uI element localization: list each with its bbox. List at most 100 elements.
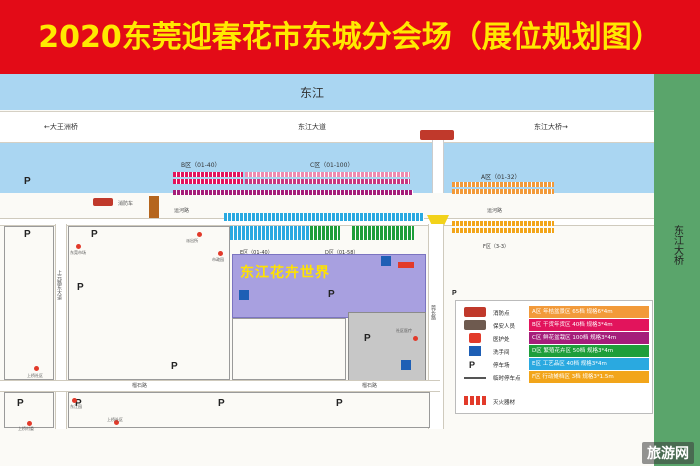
city-block-1 (4, 226, 54, 380)
zone-c-stalls-row-2 (245, 179, 410, 184)
zone-a-stalls-row-1 (452, 182, 554, 187)
parking-icon: P (24, 176, 31, 187)
left-vertical-road (55, 224, 67, 429)
right-green-strip (654, 74, 700, 466)
fire-truck-label: 消防车 (118, 201, 134, 207)
road-mid-label: 东江大道 (298, 123, 326, 131)
river-label: 东江 (300, 86, 325, 100)
archway-icon (420, 130, 454, 140)
poi-label: 东莞市场 (70, 250, 86, 255)
fire-extinguisher-icon (464, 396, 486, 405)
poi-label: 社区医疗 (396, 328, 412, 333)
zone-e-label: E区（01-40） (240, 250, 273, 256)
poi-dot (218, 251, 223, 256)
parking-icon: P (336, 398, 343, 409)
poi-dot (27, 421, 32, 426)
road-left-label: ←大王洲桥 (44, 123, 78, 131)
zone-b-stalls-row-1 (173, 172, 243, 177)
parking-icon: P (171, 361, 178, 372)
zone-c-stalls-row-1 (245, 172, 410, 177)
legend-zone-a: A区 年桔盆景区 65档 规格6*4m (529, 306, 649, 318)
road-slope-left-label: 运河路 (174, 208, 190, 214)
legend-label-fire: 消防点 (493, 311, 510, 317)
zone-a-stalls-row-2 (452, 189, 554, 194)
parking-icon: P (452, 290, 457, 297)
zone-f-stalls-row-2 (452, 228, 554, 233)
city-block-2 (68, 226, 230, 380)
zone-d-label: D区（01-58） (325, 250, 359, 256)
zone-e-stalls-block (230, 226, 310, 240)
parking-icon: P (77, 282, 84, 293)
bridge-walkway (432, 140, 444, 193)
poi-label: 市政园 (212, 257, 224, 262)
legend-label-extinguisher: 灭火器材 (493, 400, 516, 406)
restroom-legend-icon (469, 346, 481, 356)
right-vertical-road-label: 莞长路 (430, 305, 436, 320)
road-right-label: 东江大桥→ (534, 123, 568, 131)
poi-label: 东江园 (70, 404, 82, 409)
poi-label: 上桥社区 (27, 373, 43, 378)
zone-c-stalls-row-3 (173, 190, 413, 195)
poi-dot (76, 244, 81, 249)
zone-f-label: F区（3-3） (483, 244, 510, 250)
fire-point-icon (464, 307, 486, 317)
legend-zone-c: C区 鲜花盆栽区 100档 规格3*4m (529, 332, 649, 344)
parking-icon: P (24, 229, 31, 240)
poi-dot (197, 232, 202, 237)
legend-zone-f: F区 行动摊档区 3档 规格3*1.5m (529, 371, 649, 383)
medical-point-icon (398, 262, 414, 268)
medical-icon (469, 333, 481, 343)
restroom-icon (239, 290, 249, 300)
fire-truck-icon (93, 198, 113, 206)
city-block-5 (232, 318, 346, 380)
river-east-river (0, 74, 654, 110)
watermark-logo: 旅游网 (642, 442, 694, 464)
restroom-icon-3 (401, 360, 411, 370)
zone-d-stalls-block-2 (352, 226, 414, 240)
security-icon (464, 320, 486, 330)
bridge-side-label: 东江大桥 (671, 225, 683, 265)
bottom-road-label-1: 榴石路 (132, 383, 148, 389)
poi-label: 上桥村委 (18, 426, 34, 431)
bottom-road-label-2: 榴石路 (362, 383, 378, 389)
zone-c-label: C区（01-100） (310, 162, 354, 169)
dongjiang-road (0, 111, 654, 143)
left-vertical-road-label: 上元路东大道 (56, 270, 62, 300)
poi-dot (72, 398, 77, 403)
road-slope-right-label: 运河路 (487, 208, 503, 214)
stairway-icon (149, 196, 159, 222)
legend-label-restroom: 洗手间 (493, 350, 510, 356)
legend-label-security: 保安人员 (493, 324, 516, 330)
legend-zone-b: B区 干货年货区 40档 规格3*4m (529, 319, 649, 331)
zone-d-stalls-block-1 (310, 226, 340, 240)
zone-f-stalls-row-1 (452, 221, 554, 226)
zone-e-stalls-top (224, 213, 424, 221)
zone-a-label: A区（01-32） (481, 174, 521, 181)
map-title: 2020东莞迎春花市东城分会场（展位规划图） (38, 20, 662, 55)
parking-icon: P (75, 398, 82, 409)
parking-icon: P (218, 398, 225, 409)
restroom-icon-2 (381, 256, 391, 266)
poi-label: 上桥社区 (107, 417, 123, 422)
legend-label-medical: 医护处 (493, 337, 510, 343)
parking-legend-icon: P (469, 360, 476, 370)
parking-icon: P (91, 229, 98, 240)
city-block-4 (68, 392, 430, 428)
title-banner (0, 0, 700, 74)
legend-zone-e: E区 工艺品区 40档 规格3*4m (529, 358, 649, 370)
legend-zone-d: D区 繁殖花卉区 50档 规格3*4m (529, 345, 649, 357)
guanchang-road (428, 224, 444, 429)
poi-dot (114, 420, 119, 425)
zone-b-label: B区（01-40） (181, 162, 221, 169)
poi-dot (34, 366, 39, 371)
parking-icon: P (17, 398, 24, 409)
legend-label-parking: 停车场 (493, 363, 510, 369)
flower-world-label: 东江花卉世界 (240, 265, 330, 281)
flower-world-block (232, 254, 426, 318)
legend-label-temp-parking: 临时停车点 (493, 376, 521, 382)
poi-label: 派出所 (186, 238, 198, 243)
parking-icon: P (328, 289, 335, 300)
liushi-road (0, 380, 440, 392)
zone-b-stalls-row-2 (173, 179, 243, 184)
